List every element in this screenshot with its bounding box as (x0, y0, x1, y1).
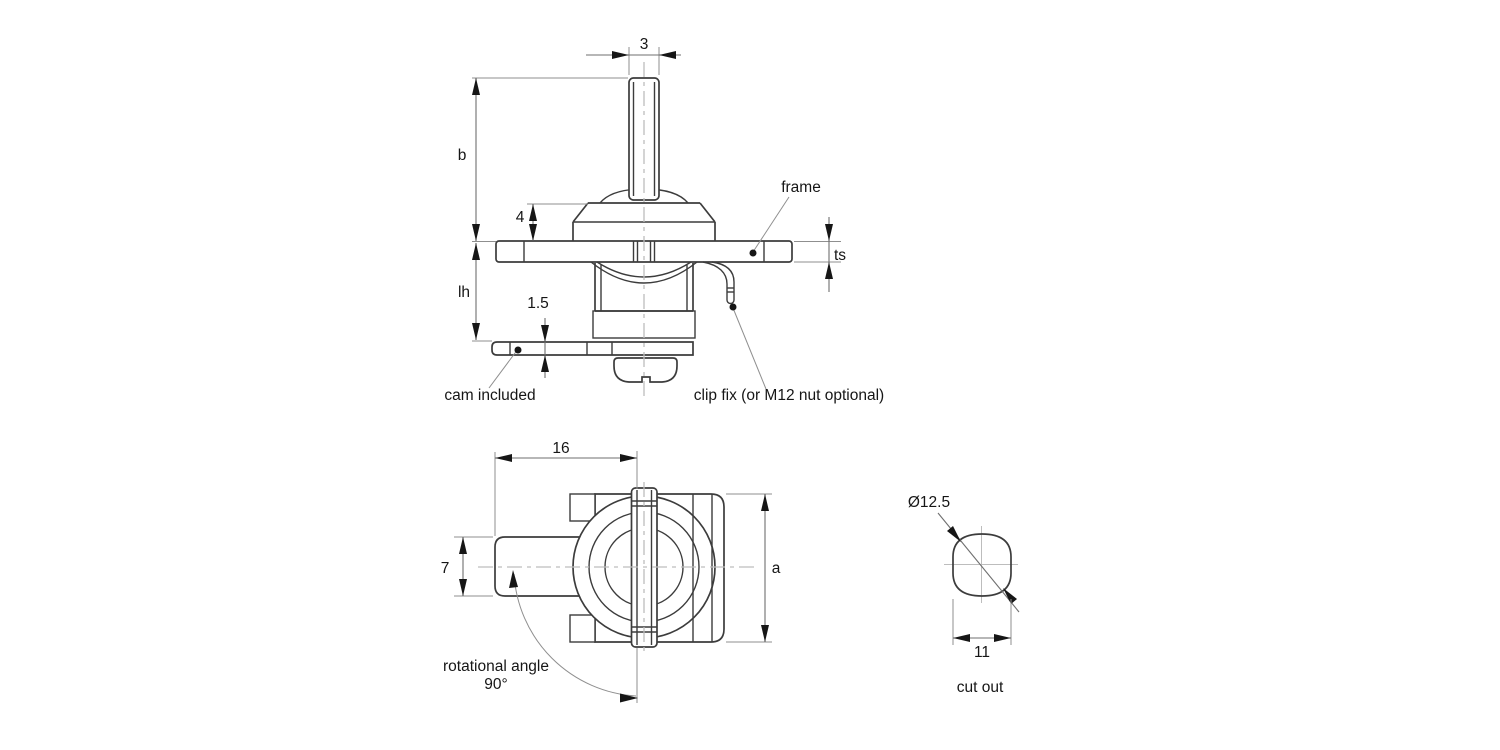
dim-11-label: 11 (974, 644, 990, 661)
threaded-shaft (628, 77, 660, 201)
frame-label: frame (781, 179, 821, 196)
dim-3-label: 3 (640, 36, 649, 53)
body-ear-top (569, 493, 596, 522)
clip-fix-callout: clip fix (or M12 nut optional) (694, 303, 884, 404)
dimension-across-flats: 11 (952, 599, 1012, 661)
clip-fix-label: clip fix (or M12 nut optional) (694, 387, 884, 404)
dimension-b: b (458, 78, 480, 241)
dimension-7: 7 (441, 537, 467, 596)
dimension-shaft-width: 3 (586, 36, 681, 59)
side-view: 3 b lh 4 1.5 (444, 36, 884, 404)
dim-7-label: 7 (441, 560, 450, 577)
dim-a-label: a (772, 560, 781, 577)
cam-included-label: cam included (444, 387, 535, 404)
dim-16-label: 16 (552, 440, 569, 457)
retaining-clip (702, 261, 735, 305)
front-view-extension-lines (454, 451, 772, 703)
body-corner-edges (692, 494, 713, 642)
dimension-16: 16 (495, 440, 637, 462)
dim-1-5-label: 1.5 (527, 295, 549, 312)
dimension-ts: ts (825, 217, 846, 292)
cam-plate (491, 341, 694, 356)
side-view-extension-lines (472, 47, 841, 342)
dim-4-label: 4 (516, 209, 525, 226)
cutout-view: Ø12.5 11 cut out (908, 494, 1020, 696)
dimension-lh: lh (458, 243, 480, 340)
cam-included-callout: cam included (444, 346, 536, 404)
dimension-cam-thickness: 1.5 (527, 295, 549, 378)
cutout-crosshair (944, 526, 1018, 603)
cutout-caption: cut out (957, 679, 1004, 696)
front-view: 16 7 a rotational angle 90° (441, 440, 781, 703)
cutout-shape (952, 533, 1012, 597)
knob (613, 357, 678, 383)
frame-callout: frame (749, 179, 821, 257)
dimension-a: a (761, 494, 781, 642)
dimension-head-height: 4 (516, 204, 537, 241)
dim-ts-label: ts (834, 247, 846, 264)
latch-body (592, 263, 696, 339)
body-ear-bottom (569, 614, 596, 643)
rotation-angle-value: 90° (484, 676, 507, 693)
rotation-angle-label: rotational angle (443, 658, 549, 675)
dim-diameter-label: Ø12.5 (908, 494, 950, 511)
rotation-arc: rotational angle 90° (443, 570, 638, 703)
dim-b-label: b (458, 147, 467, 164)
dim-lh-label: lh (458, 284, 470, 301)
dimension-diameter: Ø12.5 (908, 494, 1020, 613)
